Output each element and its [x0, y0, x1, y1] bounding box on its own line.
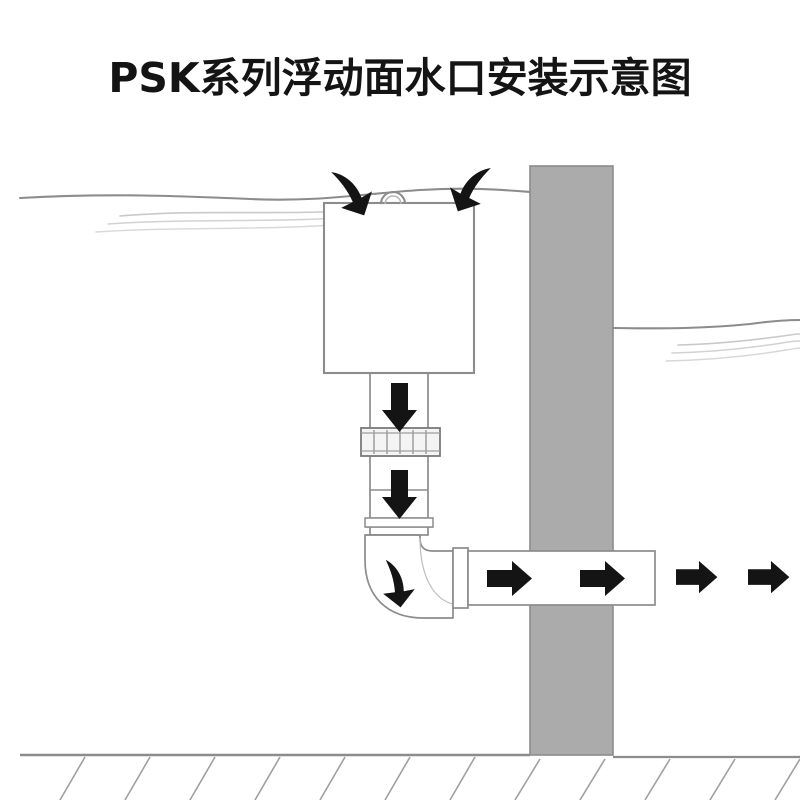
floating-skimmer-box — [322, 190, 476, 375]
outflow-arrow-free-1 — [676, 561, 718, 594]
skimmer-box-body — [322, 201, 476, 375]
wall-column — [529, 165, 614, 756]
ripple-line-right-3 — [665, 347, 800, 362]
elbow-body — [364, 534, 454, 619]
skimmer-handle-loop — [379, 190, 407, 205]
ripple-line-right-2 — [671, 340, 800, 354]
page-title: PSK系列浮动面水口安装示意图 — [108, 54, 692, 102]
union-nut-ribs — [373, 430, 427, 454]
elbow-outlet-collar — [452, 547, 469, 609]
pipe-collar-lower — [364, 517, 434, 528]
ground-hatching — [59, 756, 800, 800]
skimmer-handle-inner — [384, 195, 402, 205]
elbow-inner-arc — [419, 537, 454, 605]
water-surface-right — [611, 318, 800, 362]
ripple-line-right-1 — [677, 333, 800, 346]
ground-line-with-hatching — [20, 753, 800, 800]
wall-body — [529, 165, 614, 756]
ninety-degree-elbow — [364, 534, 469, 619]
water-surface-line-right — [611, 318, 800, 330]
outflow-arrow-free-2 — [748, 561, 790, 594]
threaded-union-nut — [360, 427, 441, 457]
